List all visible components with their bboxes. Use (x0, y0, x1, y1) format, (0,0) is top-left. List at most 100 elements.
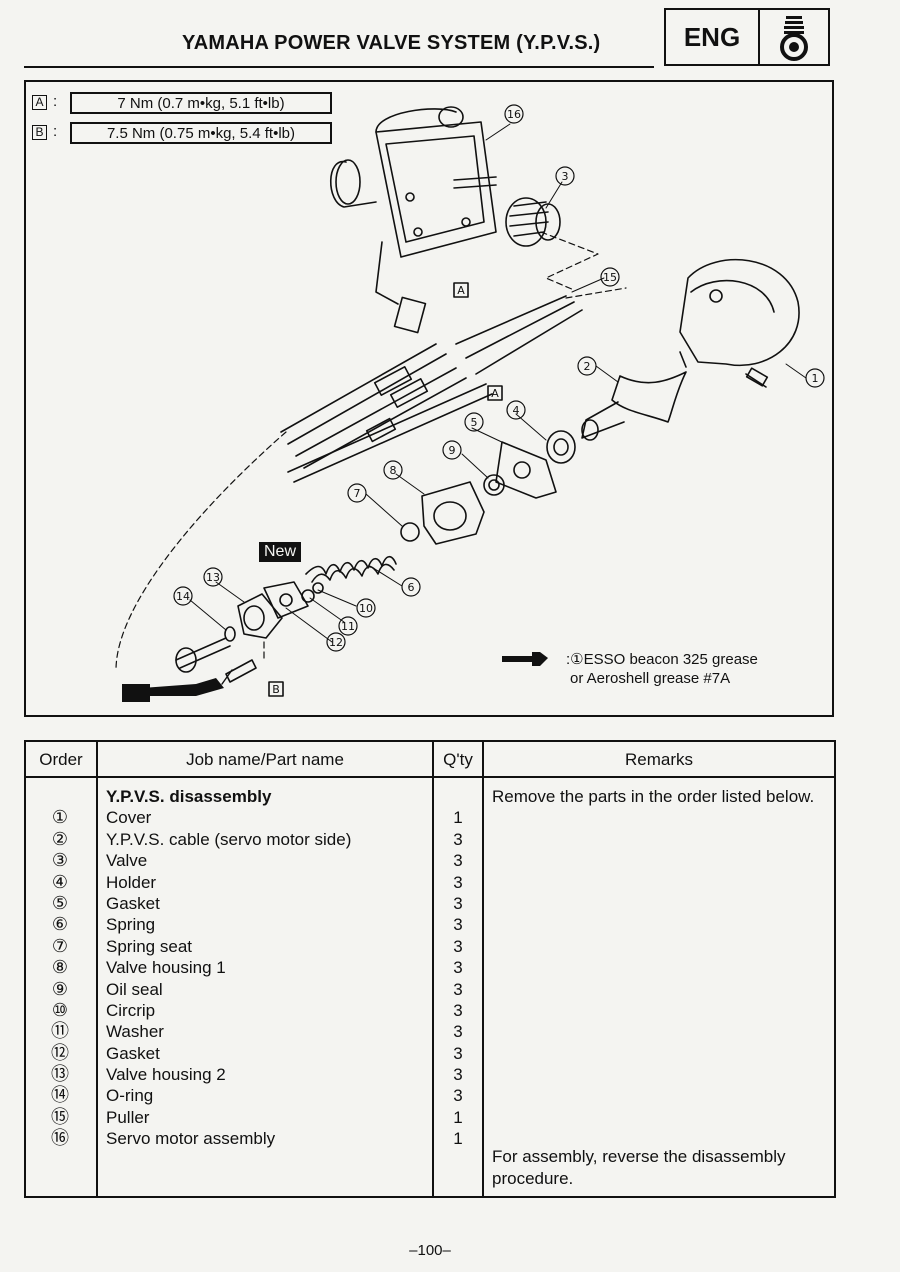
servo-motor-assembly-drawing (329, 106, 497, 334)
part-order-number: ⑫ (51, 1042, 69, 1063)
part-quantity: 1 (453, 1129, 463, 1149)
part-name: Valve housing 2 (106, 1065, 226, 1085)
table-row: ③ Valve 3 (26, 850, 834, 871)
grease-note-line-2: or Aeroshell grease #7A (570, 670, 731, 687)
part-name: Valve (106, 851, 148, 871)
svg-text:8: 8 (390, 464, 397, 477)
svg-text:A: A (457, 284, 465, 297)
torque-letter: B (32, 125, 47, 140)
table-row: ⑫ Gasket 3 (26, 1043, 834, 1064)
engine-icon (780, 16, 808, 61)
table-row: ⑨ Oil seal 3 (26, 979, 834, 1000)
part-quantity: 3 (453, 1000, 463, 1020)
table-rows: Y.P.V.S. disassembly Remove the parts in… (26, 786, 834, 1150)
part-order-number: ③ (51, 850, 69, 871)
svg-text:3: 3 (562, 170, 569, 183)
puller-drawing (505, 197, 561, 247)
section-remark: Remove the parts in the order listed bel… (492, 787, 815, 806)
part-order-number: ⑮ (51, 1106, 69, 1127)
cover-drawing (679, 258, 800, 388)
svg-text:5: 5 (471, 416, 478, 429)
svg-text:1: 1 (812, 372, 819, 385)
grease-note: :①ESSO beacon 325 grease or Aeroshell gr… (566, 650, 758, 688)
part-name: Valve housing 1 (106, 958, 226, 978)
svg-text:B: B (272, 683, 280, 696)
header-remarks: Remarks (624, 750, 693, 769)
part-name: Gasket (106, 1043, 160, 1063)
part-order-number: ① (51, 807, 69, 828)
part-name: Washer (106, 1022, 164, 1042)
svg-text:9: 9 (449, 444, 456, 457)
section-badge: ENG (664, 8, 830, 66)
page-number: –100– (409, 1242, 451, 1259)
dashed-leaders (115, 231, 627, 671)
part-name: Oil seal (106, 979, 163, 999)
part-order-number: ⑨ (51, 978, 69, 999)
valve-housing-1-drawing (421, 481, 485, 545)
table-row: ⑭ O-ring 3 (26, 1085, 834, 1106)
part-name: O-ring (106, 1086, 154, 1106)
holder-drawing (546, 430, 576, 464)
part-name: Spring (106, 915, 156, 935)
part-quantity: 3 (453, 979, 463, 999)
circlip-drawing (312, 582, 324, 594)
torque-letter: A (32, 95, 47, 110)
part-quantity: 3 (453, 958, 463, 978)
grease-note-line-1: :①ESSO beacon 325 grease (566, 651, 758, 668)
part-order-number: ⑭ (51, 1085, 69, 1106)
part-quantity: 3 (453, 872, 463, 892)
part-quantity: 3 (453, 1043, 463, 1063)
page-title: YAMAHA POWER VALVE SYSTEM (Y.P.V.S.) (182, 32, 601, 54)
part-name: Cover (106, 808, 152, 828)
gasket-lower-drawing (263, 581, 309, 619)
svg-text:12: 12 (329, 636, 343, 649)
valve-drawing (581, 371, 687, 441)
part-name: Circrip (106, 1000, 156, 1020)
part-name: Y.P.V.S. cable (servo motor side) (106, 829, 352, 849)
spring-drawing (305, 555, 397, 583)
grease-gun-icon (122, 678, 224, 702)
parts-table: Order Job name/Part name Q'ty Remarks Y.… (24, 740, 836, 1198)
svg-text:11: 11 (341, 620, 355, 633)
header-part-name: Job name/Part name (186, 750, 344, 769)
part-order-number: ⑪ (51, 1021, 69, 1042)
part-name: Servo motor assembly (106, 1129, 276, 1149)
part-name: Puller (106, 1107, 150, 1127)
section-label: ENG (666, 10, 760, 64)
header-qty: Q'ty (443, 750, 473, 769)
part-order-number: ⑥ (51, 914, 69, 935)
svg-text:13: 13 (206, 571, 220, 584)
part-order-number: ⑬ (51, 1064, 69, 1085)
grease-gun-legend-icon (502, 652, 548, 666)
new-part-tag: New (259, 542, 302, 562)
svg-text:A: A (491, 387, 499, 400)
part-quantity: 1 (453, 808, 463, 828)
part-quantity: 3 (453, 829, 463, 849)
part-quantity: 3 (453, 851, 463, 871)
part-order-number: ④ (51, 871, 69, 892)
spring-seat-drawing (400, 522, 420, 542)
oil-seal-drawing (483, 474, 505, 496)
svg-text:2: 2 (584, 360, 591, 373)
o-ring-drawing (224, 626, 236, 642)
valve-housing-2-drawing (237, 593, 283, 639)
svg-text:4: 4 (513, 404, 520, 417)
footer-remark: For assembly, reverse the disassembly pr… (492, 1147, 786, 1188)
cable-drawing (280, 295, 583, 483)
part-name: Gasket (106, 893, 160, 913)
svg-text:7: 7 (354, 487, 361, 500)
part-name: Spring seat (106, 936, 192, 956)
svg-text:10: 10 (359, 602, 373, 615)
part-quantity: 3 (453, 1086, 463, 1106)
